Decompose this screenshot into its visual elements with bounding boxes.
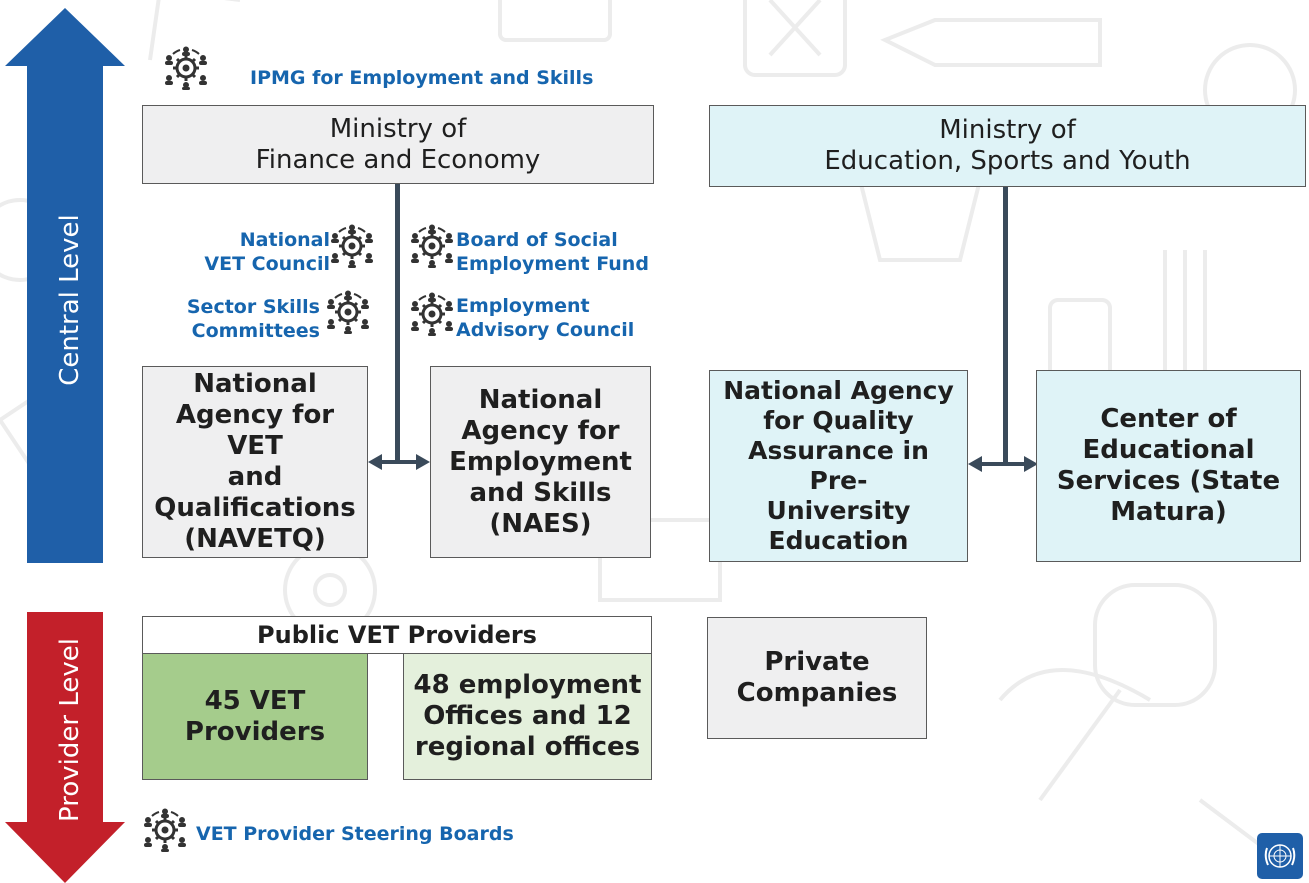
committee-gear-people-icon xyxy=(330,224,374,268)
navetq-line5: (NAVETQ) xyxy=(184,524,326,554)
quality-line5: Education xyxy=(768,526,909,555)
quality-line3: Assurance in Pre- xyxy=(748,436,929,495)
center-line2: Educational xyxy=(1082,435,1255,465)
ministry-education-box: Ministry of Education, Sports and Youth xyxy=(709,105,1306,187)
quality-line1: National Agency xyxy=(723,376,954,405)
ministry-finance-economy-box: Ministry of Finance and Economy xyxy=(142,105,654,184)
center-line3: Services (State xyxy=(1056,466,1281,496)
quality-line2: for Quality xyxy=(763,406,914,435)
committee-gear-people-icon xyxy=(410,292,454,336)
center-line4: Matura) xyxy=(1110,497,1227,527)
naes-line2: Agency for xyxy=(461,415,620,446)
advisory-line2: Advisory Council xyxy=(456,319,635,341)
private-companies-box: Private Companies xyxy=(707,617,927,739)
un-emblem-logo xyxy=(1257,833,1303,879)
board-social-employment-fund-label: Board of Social Employment Fund xyxy=(456,228,649,276)
vet-providers-line1: 45 VET xyxy=(204,685,306,716)
ipmg-label: IPMG for Employment and Skills xyxy=(250,67,594,89)
un-globe-icon xyxy=(1264,844,1296,868)
ministry-education-line1: Ministry of xyxy=(939,115,1076,145)
committee-gear-people-icon xyxy=(410,224,454,268)
committee-gear-people-icon xyxy=(164,46,208,90)
education-connector-line xyxy=(1003,187,1008,464)
central-level-label: Central Level xyxy=(55,214,85,386)
employment-offices-box: 48 employment Offices and 12 regional of… xyxy=(403,653,652,780)
vet-council-line1: National xyxy=(239,229,330,251)
committee-gear-people-icon xyxy=(326,290,370,334)
finance-double-arrow xyxy=(368,454,430,470)
vet-providers-box: 45 VET Providers xyxy=(142,653,368,780)
sector-skills-line1: Sector Skills xyxy=(186,296,320,318)
provider-level-label: Provider Level xyxy=(55,638,85,822)
naes-line5: (NAES) xyxy=(489,508,592,539)
private-companies-line1: Private xyxy=(764,647,870,677)
social-fund-line1: Board of Social xyxy=(456,229,618,251)
naes-line1: National xyxy=(478,384,603,415)
naes-line4: and Skills xyxy=(469,477,612,508)
private-companies-line2: Companies xyxy=(736,678,898,708)
employment-offices-line1: 48 employment xyxy=(413,670,642,700)
navetq-line4: Qualifications xyxy=(154,493,356,523)
advisory-line1: Employment xyxy=(456,295,590,317)
ministry-education-line2: Education, Sports and Youth xyxy=(824,146,1191,176)
quality-assurance-agency-box: National Agency for Quality Assurance in… xyxy=(709,370,968,562)
educational-services-center-box: Center of Educational Services (State Ma… xyxy=(1036,370,1301,562)
national-vet-council-label: National VET Council xyxy=(180,228,330,276)
center-line1: Center of xyxy=(1100,404,1237,434)
ministry-finance-line1: Ministry of xyxy=(329,113,467,144)
vet-council-line2: VET Council xyxy=(204,253,330,275)
sector-skills-committees-label: Sector Skills Committees xyxy=(170,295,320,343)
vet-provider-steering-boards-label: VET Provider Steering Boards xyxy=(196,823,514,845)
sector-skills-line2: Committees xyxy=(191,320,320,342)
education-double-arrow xyxy=(968,456,1038,472)
finance-connector-line xyxy=(395,184,400,462)
quality-line4: University xyxy=(766,496,911,525)
provider-level-arrow xyxy=(5,612,125,883)
naes-box: National Agency for Employment and Skill… xyxy=(430,366,651,558)
employment-advisory-council-label: Employment Advisory Council xyxy=(456,294,634,342)
central-level-arrow xyxy=(5,8,125,563)
vet-providers-line2: Providers xyxy=(184,716,326,747)
naes-line3: Employment xyxy=(449,446,632,477)
social-fund-line2: Employment Fund xyxy=(456,253,649,275)
navetq-line1: National xyxy=(193,369,317,399)
navetq-box: National Agency for VET and Qualificatio… xyxy=(142,366,368,558)
ministry-finance-line2: Finance and Economy xyxy=(255,144,541,175)
public-vet-providers-header: Public VET Providers xyxy=(142,616,652,654)
employment-offices-line3: regional offices xyxy=(414,732,641,762)
navetq-line2: Agency for VET xyxy=(175,400,335,461)
employment-offices-line2: Offices and 12 xyxy=(423,701,632,731)
navetq-line3: and xyxy=(227,462,283,492)
committee-gear-people-icon xyxy=(143,808,187,852)
